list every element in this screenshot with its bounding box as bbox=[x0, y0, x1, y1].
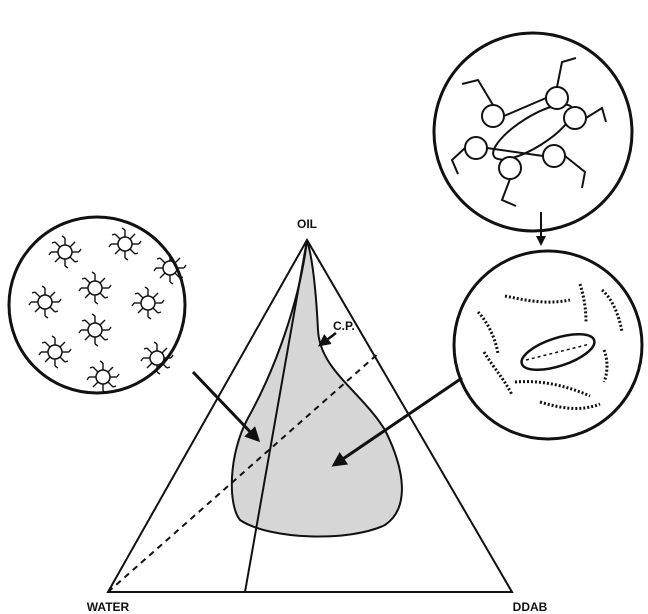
oil-label: OIL bbox=[297, 217, 317, 231]
ternary-triangle bbox=[106, 237, 514, 593]
droplet-micelles-inset bbox=[7, 215, 187, 395]
ddab-label: DDAB bbox=[513, 600, 548, 614]
microemulsion-region bbox=[230, 239, 403, 538]
dashed-line bbox=[107, 351, 381, 593]
critical-point-label: C.P. bbox=[333, 319, 355, 333]
left-inset-arrow bbox=[191, 370, 261, 443]
dilution-line bbox=[244, 239, 308, 593]
right-inset-arrow bbox=[331, 376, 463, 467]
molecule-inset bbox=[432, 31, 634, 233]
critical-point-arrow bbox=[318, 332, 337, 347]
bicontinuous-inset bbox=[452, 249, 644, 441]
water-label: WATER bbox=[87, 600, 130, 614]
